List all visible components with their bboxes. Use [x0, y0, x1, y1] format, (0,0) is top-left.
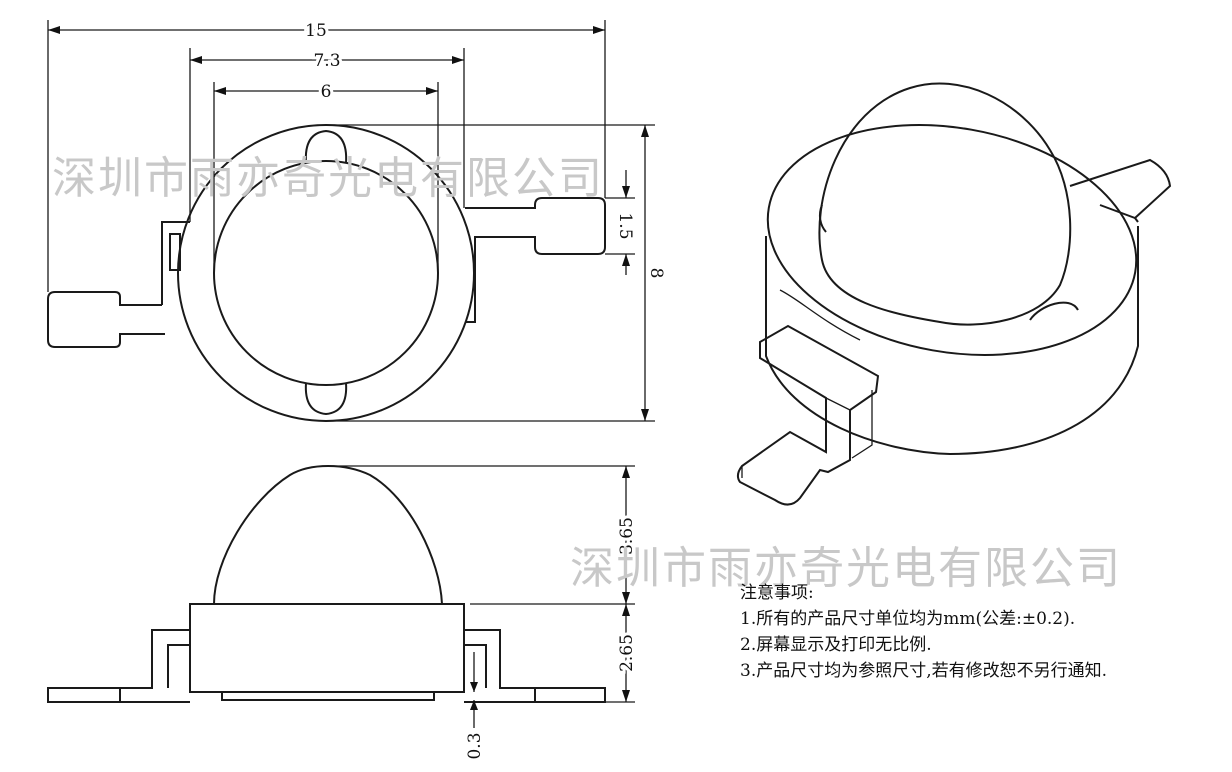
dim-body-width: 7.3 [313, 51, 340, 71]
iso-lens-dome [818, 82, 1072, 326]
isometric-view [736, 82, 1172, 506]
lens-notch-top [304, 129, 348, 164]
dim-body-height: 8 [646, 268, 666, 279]
note-item-3: 3.产品尺寸均为参照尺寸,若有修改恕不另行通知. [740, 661, 1108, 681]
lens-notch-bottom [304, 382, 348, 416]
dim-body-thickness: 2.65 [617, 634, 637, 672]
iso-lens-notch [1029, 301, 1079, 321]
right-lead [465, 197, 606, 323]
side-left-lead [47, 629, 190, 703]
iso-body-top [766, 124, 1138, 356]
dim-standoff: 0.3 [465, 732, 485, 759]
left-lead-frame [161, 221, 190, 305]
iso-front-lead [736, 324, 880, 506]
lens-dome [213, 465, 443, 605]
notes-block: 注意事项: 1.所有的产品尺寸单位均为mm(公差:±0.2). 2.屏幕显示及打… [740, 580, 1107, 684]
base-pad [221, 691, 435, 701]
dim-lens-width: 6 [321, 82, 332, 102]
iso-back-lead [1069, 158, 1172, 220]
dim-overall-width: 15 [305, 21, 327, 41]
dim-lead-width: 1.5 [615, 212, 635, 239]
watermark-top: 深圳市雨亦奇光电有限公司 [52, 153, 604, 204]
note-item-1: 1.所有的产品尺寸单位均为mm(公差:±0.2). [740, 609, 1076, 629]
left-lead [47, 291, 165, 348]
body-side [189, 603, 465, 693]
side-dimensions [330, 465, 635, 728]
iso-body-side [765, 226, 1139, 456]
top-dimensions [47, 20, 655, 422]
side-view [47, 465, 606, 703]
watermark-bottom: 深圳市雨亦奇光电有限公司 [570, 543, 1122, 594]
dim-lens-height: 3.65 [617, 517, 637, 555]
note-item-2: 2.屏幕显示及打印无比例. [740, 635, 932, 655]
notes-title: 注意事项: [740, 583, 814, 603]
side-right-lead [464, 629, 606, 703]
